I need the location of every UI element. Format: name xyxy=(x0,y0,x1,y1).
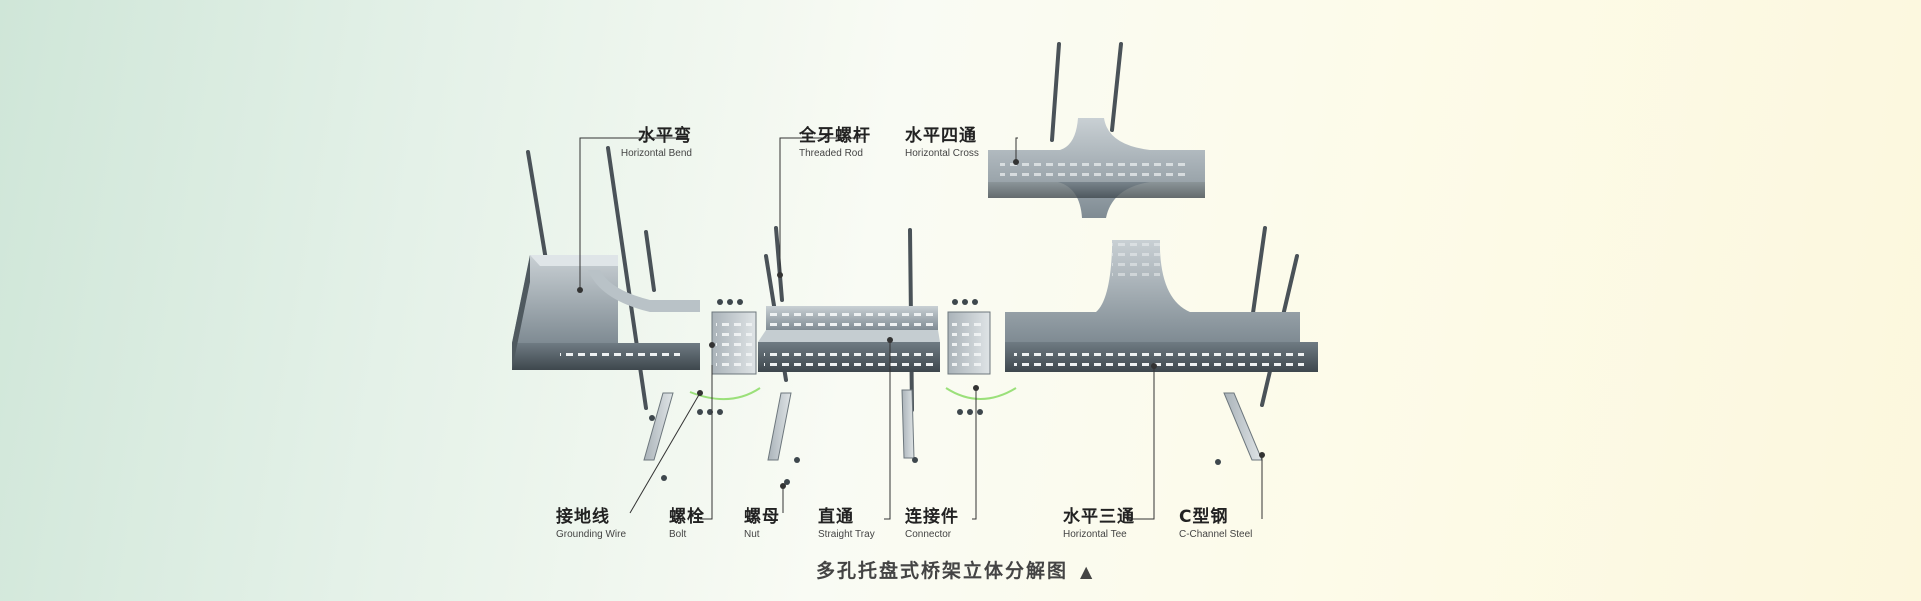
label-nut: 螺母 Nut xyxy=(744,507,780,540)
grounding-wire xyxy=(945,387,1017,400)
rod xyxy=(1250,226,1267,322)
rod xyxy=(1050,42,1061,142)
horizontal-bend-tray xyxy=(512,255,700,370)
rod xyxy=(526,150,550,274)
triangle-icon: ▲ xyxy=(1080,562,1095,581)
label-straight-tray: 直通 Straight Tray xyxy=(818,507,875,540)
rod xyxy=(644,230,656,292)
straight-tray xyxy=(758,306,940,372)
horizontal-cross-tray xyxy=(988,118,1205,218)
label-bolt: 螺栓 Bolt xyxy=(669,507,705,540)
c-channel-steel xyxy=(643,389,1263,461)
label-horizontal-cross: 水平四通 Horizontal Cross xyxy=(905,126,979,159)
label-horizontal-tee: 水平三通 Horizontal Tee xyxy=(1063,507,1135,540)
c-channel xyxy=(767,392,792,461)
c-channel xyxy=(643,392,674,461)
rod xyxy=(1110,42,1123,132)
horizontal-tee-tray xyxy=(1005,236,1318,372)
connector-1 xyxy=(711,311,757,375)
leader-lines xyxy=(579,137,1263,520)
fasteners xyxy=(649,299,1221,485)
grounding-wires xyxy=(689,387,1017,401)
grounding-wire xyxy=(689,387,761,401)
c-channel xyxy=(901,389,915,459)
diagram-caption: 多孔托盘式桥架立体分解图 ▲ xyxy=(816,556,1094,583)
c-channel xyxy=(1223,392,1263,461)
label-grounding-wire: 接地线 Grounding Wire xyxy=(556,507,627,540)
leader-dots xyxy=(577,159,1265,489)
rod xyxy=(774,226,784,302)
label-horizontal-bend: 水平弯 Horizontal Bend xyxy=(620,126,692,159)
caption-title: 多孔托盘式桥架立体分解图 xyxy=(816,560,1069,582)
label-c-channel: C型钢 C-Channel Steel xyxy=(1179,507,1253,540)
label-threaded-rod: 全牙螺杆 Threaded Rod xyxy=(799,126,871,159)
connector-2 xyxy=(947,311,991,375)
label-connector: 连接件 Connector xyxy=(905,507,959,540)
